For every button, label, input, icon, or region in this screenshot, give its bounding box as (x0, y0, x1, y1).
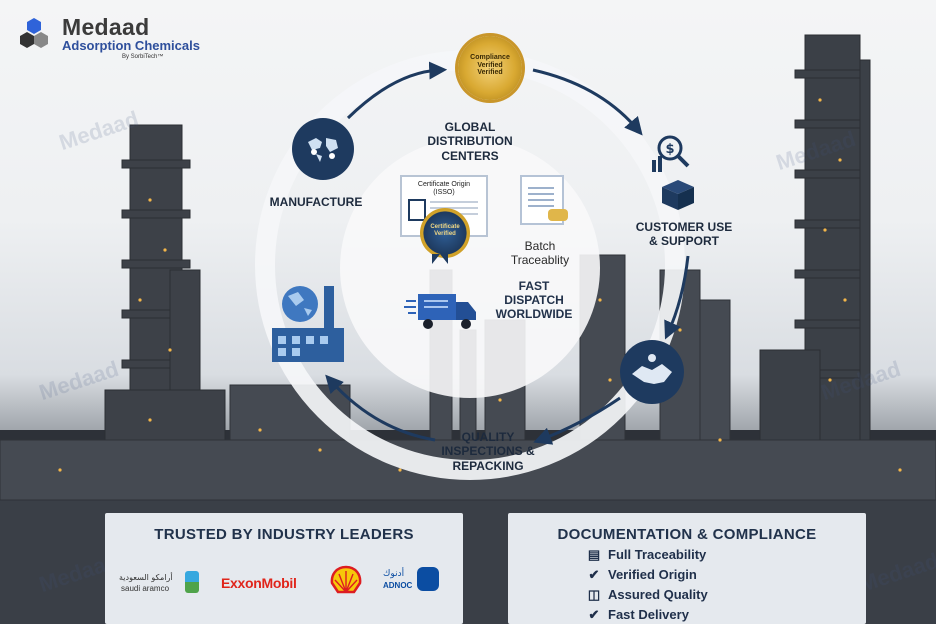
dispatch-line3: WORLDWIDE (495, 306, 573, 321)
customer-support-label: CUSTOMER USE & SUPPORT (628, 220, 740, 249)
adnoc-arabic-text: أدنوك (383, 569, 405, 579)
arrow-customer-to-handshake (664, 255, 690, 340)
quality-line3: REPACKING (452, 458, 524, 473)
arrow-manufacture-to-global (346, 61, 448, 120)
checkmark-icon: ✔ (588, 567, 600, 582)
doc-item-label: Assured Quality (608, 587, 708, 602)
doc-item-delivery: ✔ Fast Delivery (586, 607, 689, 623)
doc-item-quality: ◫ Assured Quality (586, 587, 708, 603)
compliance-seal-icon: Compliance Verified Verified (458, 36, 522, 100)
brand-name: Medaad (62, 14, 150, 40)
seal-ribbon (432, 254, 448, 264)
customer-line2: & SUPPORT (648, 234, 719, 249)
arrow-handshake-to-quality (533, 396, 621, 445)
brand-byline: By SorbiTech™ (122, 54, 164, 60)
seal-top-line3: Verified (477, 69, 503, 77)
box-icon (660, 178, 696, 212)
seal-top-line1: Compliance (470, 54, 510, 61)
quality-inspection-label: QUALITY INSPECTIONS & REPACKING (428, 430, 548, 473)
document-icon (408, 199, 426, 221)
seal-center-line2: Verified (434, 230, 456, 237)
documentation-title: DOCUMENTATION & COMPLIANCE (557, 526, 817, 543)
doc-item-label: Fast Delivery (608, 607, 689, 622)
exxonmobil-logo: ExxonMobil (221, 575, 297, 591)
quality-line2: INSPECTIONS & (441, 444, 535, 459)
dollar-magnifier-icon: $ (650, 132, 698, 180)
adnoc-logo: أدنوك ADNOC (383, 567, 443, 597)
factory-globe-icon (268, 282, 348, 368)
global-distribution-label: GLOBAL DISTRIBUTION CENTERS (410, 120, 530, 163)
aramco-symbol-icon (185, 571, 199, 593)
certificate-lines (430, 201, 478, 203)
dispatch-line2: DISPATCH (504, 292, 564, 307)
batch-document-icon (520, 175, 568, 225)
shield-icon: ◫ (587, 587, 601, 602)
delivery-truck-icon (404, 290, 480, 334)
adnoc-falcon-icon (417, 567, 439, 591)
global-line1: GLOBAL (444, 120, 496, 134)
doc-item-label: Verified Origin (608, 567, 697, 582)
hexagon-logo-icon (20, 18, 48, 48)
svg-text:$: $ (665, 142, 674, 157)
world-map-icon (292, 118, 354, 180)
batch-line2: Traceablity (510, 252, 570, 267)
trusted-panel: TRUSTED BY INDUSTRY LEADERS أرامكو السعو… (105, 513, 463, 624)
certificate-line1: Certificate Origin (417, 181, 471, 188)
adnoc-english-text: ADNOC (383, 581, 413, 590)
quality-line1: QUALITY (461, 430, 515, 444)
certificate-seal-icon: Certificate Verified (420, 208, 470, 258)
seal-center-line1: Certificate (430, 224, 460, 230)
certificate-line2: (ISSO) (433, 189, 455, 197)
doc-item-traceability: ▤ Full Traceability (586, 547, 706, 563)
coin-stack-icon (548, 209, 568, 221)
global-line2: DISTRIBUTION (427, 134, 513, 149)
manufacture-label: MANUFACTURE (269, 195, 363, 209)
brand-logo: Medaad Adsorption Chemicals By SorbiTech… (18, 12, 200, 64)
shell-logo-icon (330, 565, 362, 595)
doc-item-label: Full Traceability (608, 547, 707, 562)
batch-line1: Batch (524, 239, 556, 253)
aramco-logo: أرامكو السعودية saudi aramco (119, 569, 199, 599)
doc-item-origin: ✔ Verified Origin (586, 567, 697, 583)
seal-top-line2: Verified (477, 61, 503, 69)
aramco-arabic-text: أرامكو السعودية (119, 573, 173, 582)
dispatch-line1: FAST (518, 279, 550, 293)
documentation-panel: DOCUMENTATION & COMPLIANCE ▤ Full Traceab… (508, 513, 866, 624)
aramco-english-text: saudi aramco (121, 584, 170, 593)
global-line3: CENTERS (441, 148, 499, 163)
arrow-global-to-customer (532, 68, 643, 136)
customer-line1: CUSTOMER USE (635, 220, 733, 234)
trusted-title: TRUSTED BY INDUSTRY LEADERS (154, 526, 414, 543)
batch-traceability-label: Batch Traceablity (492, 239, 588, 268)
circle-check-icon: ✔ (588, 607, 600, 622)
brand-subtitle: Adsorption Chemicals (62, 38, 200, 53)
handshake-icon (620, 340, 684, 404)
document-list-icon: ▤ (587, 547, 601, 562)
fast-dispatch-label: FAST DISPATCH WORLDWIDE (488, 279, 580, 321)
arrow-quality-to-factory (325, 374, 436, 442)
